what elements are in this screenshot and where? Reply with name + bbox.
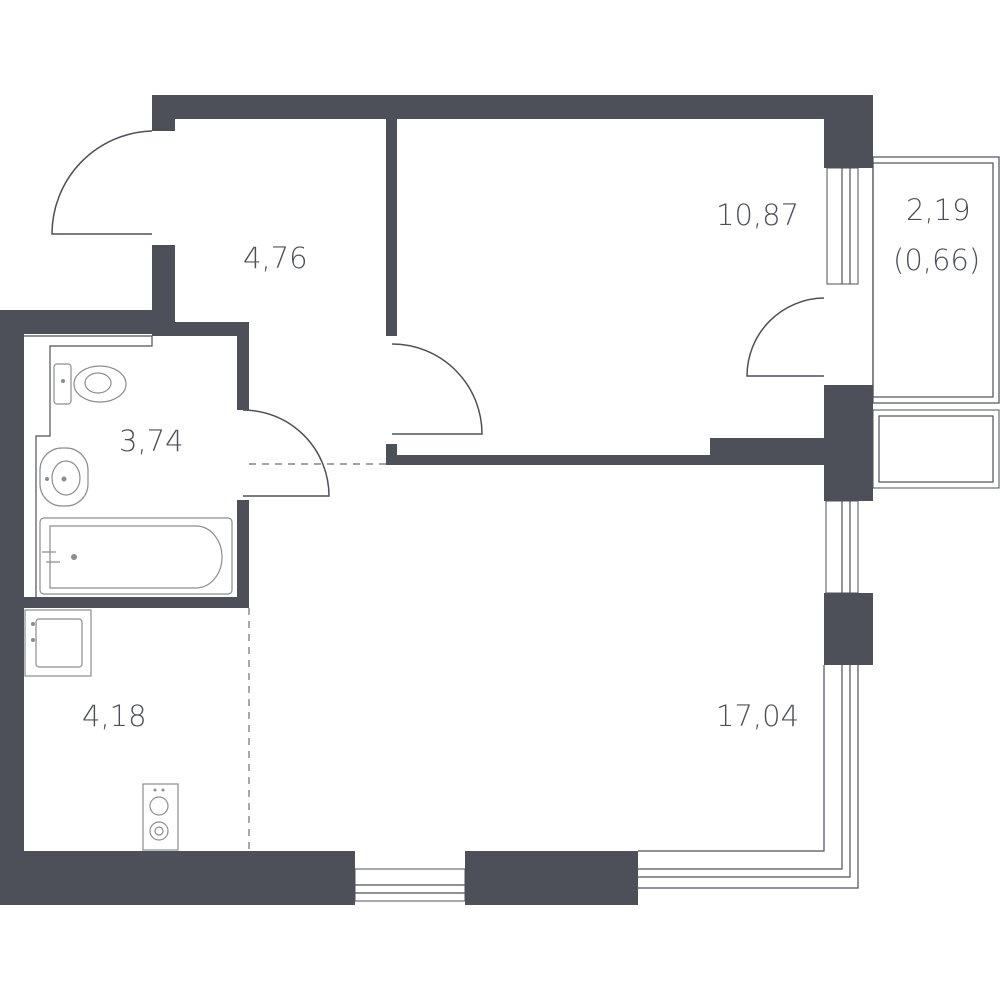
windows bbox=[354, 167, 859, 902]
wall-bedroom-door-post bbox=[386, 444, 397, 465]
bedroom-area-label: 10,87 bbox=[716, 198, 799, 232]
wall-right-pier-1 bbox=[824, 385, 873, 501]
balcony-box bbox=[872, 409, 1000, 489]
toilet-icon bbox=[53, 363, 127, 405]
hallway-area-label: 4,76 bbox=[243, 241, 308, 275]
stove-icon bbox=[142, 783, 179, 851]
kitchen-area-label: 4,18 bbox=[82, 699, 147, 733]
kitchen-sink-icon bbox=[24, 609, 92, 677]
fixtures bbox=[24, 363, 233, 851]
wall-bath-right-upper bbox=[237, 322, 249, 410]
balcony bbox=[872, 156, 1000, 489]
wall-bedroom-living bbox=[386, 455, 716, 465]
wall-bedroom-living-thick bbox=[710, 438, 830, 465]
wall-bottom-mid bbox=[465, 851, 638, 905]
door-entrance bbox=[51, 130, 153, 235]
bathtub-icon bbox=[39, 517, 233, 595]
wall-left bbox=[0, 310, 24, 878]
balcony-area-label: 2,19 bbox=[906, 193, 971, 227]
wall-left-top bbox=[0, 310, 152, 334]
wall-bath-right-lower bbox=[237, 500, 249, 608]
wall-right-top bbox=[824, 95, 873, 168]
bathroom-duct bbox=[24, 335, 153, 597]
sink-icon bbox=[39, 447, 89, 507]
door-balcony bbox=[746, 297, 825, 377]
wall-bath-top bbox=[152, 322, 249, 336]
walls bbox=[0, 95, 873, 905]
doors bbox=[51, 130, 825, 497]
balcony-reduced-area-label: (0,66) bbox=[893, 243, 980, 277]
wall-hall-bedroom bbox=[386, 119, 397, 336]
door-bathroom bbox=[242, 409, 330, 497]
wall-top bbox=[152, 95, 873, 119]
wall-bath-bottom bbox=[24, 597, 249, 608]
door-bedroom bbox=[391, 343, 483, 435]
window-living-corner bbox=[638, 665, 825, 852]
wall-bottom-left bbox=[0, 851, 355, 905]
bathroom-area-label: 3,74 bbox=[119, 424, 184, 458]
wall-right-pier-2 bbox=[824, 593, 873, 665]
wall-entry-left bbox=[152, 95, 175, 131]
living-area-label: 17,04 bbox=[716, 699, 799, 733]
wall-entry-lower bbox=[152, 245, 175, 335]
